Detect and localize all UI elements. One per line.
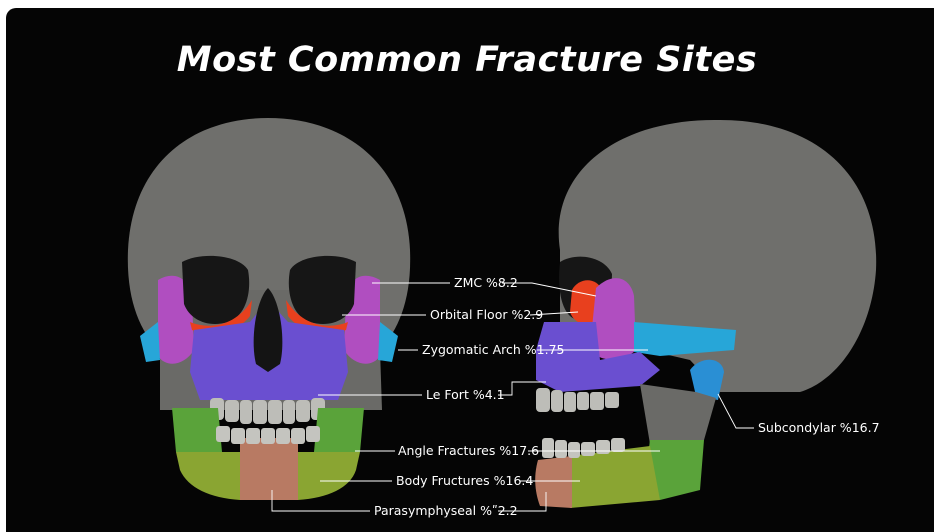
label-orbital-floor: Orbital Floor %2.9: [430, 308, 543, 322]
angle-region-left: [172, 408, 222, 452]
label-angle-fractures: Angle Fractures %17.6: [398, 444, 539, 458]
body-region-left: [176, 452, 240, 500]
label-parasymphyseal: Parasymphyseal %ʺ2.2: [374, 504, 518, 518]
label-zygomatic-arch: Zygomatic Arch %1.75: [422, 343, 565, 357]
label-subcondylar: Subcondylar %16.7: [758, 421, 880, 435]
orbit-right: [289, 256, 356, 324]
angle-region-right: [314, 408, 364, 452]
label-le-fort: Le Fort %4.1: [426, 388, 505, 402]
label-body-fractures: Body Fructures %16.4: [396, 474, 533, 488]
front-skull: [128, 118, 410, 500]
parasymphyseal-region: [240, 438, 298, 500]
orbit-left: [182, 256, 249, 324]
leader-subcondylar: [718, 394, 754, 428]
figure-title: Most Common Fracture Sites: [0, 40, 934, 80]
lower-teeth: [216, 426, 320, 444]
side-skull: [535, 120, 876, 508]
side-upper-teeth: [536, 388, 619, 412]
side-parasymphyseal-region: [535, 456, 572, 508]
label-zmc: ZMC %8.2: [454, 276, 518, 290]
body-region-right: [298, 452, 360, 500]
